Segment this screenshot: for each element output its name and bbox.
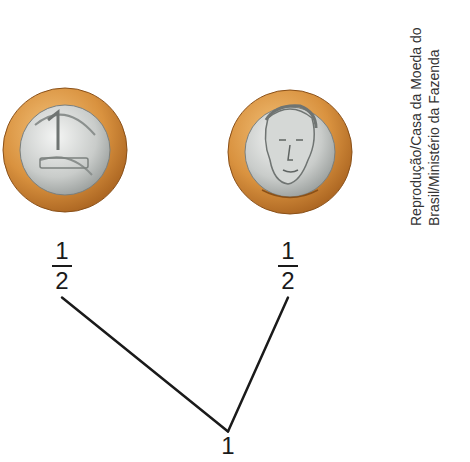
connector-line — [228, 298, 288, 432]
photo-credit: Reprodução/Casa da Moeda do Brasil/Minis… — [408, 4, 443, 226]
denominator: 2 — [52, 267, 71, 295]
numerator: 1 — [52, 237, 71, 267]
result-number: 1 — [218, 432, 237, 460]
coin-heads — [3, 88, 127, 212]
fraction: 12 — [52, 237, 71, 294]
connector-line — [62, 298, 228, 432]
number: 1 — [218, 432, 237, 460]
denominator: 2 — [278, 267, 297, 295]
coin-tails — [228, 90, 352, 214]
numerator: 1 — [278, 237, 297, 267]
fraction: 12 — [278, 237, 297, 294]
